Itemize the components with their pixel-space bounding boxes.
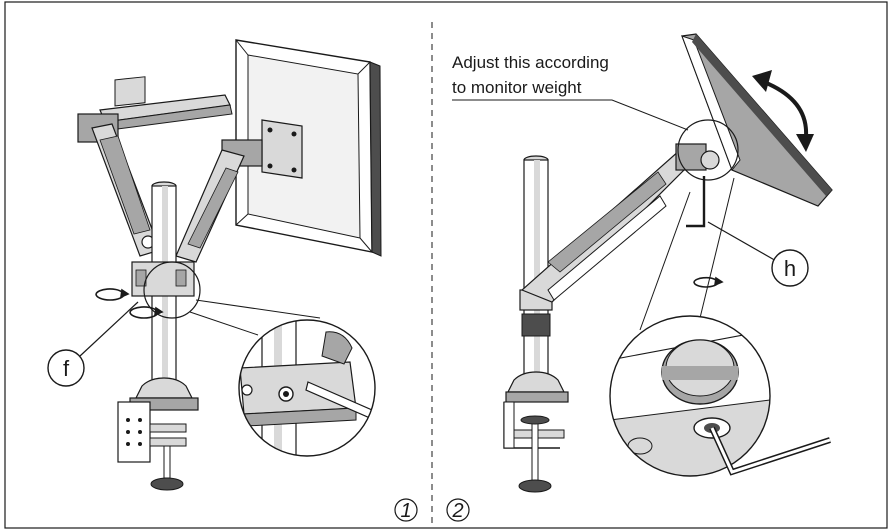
instruction-line-1: Adjust this according xyxy=(452,53,609,72)
gas-spring-arm xyxy=(520,143,720,303)
base-clamp xyxy=(117,377,199,491)
rotation-arrow-icon xyxy=(95,288,164,319)
zoom-detail-2 xyxy=(609,315,831,477)
instruction-line-2: to monitor weight xyxy=(452,78,582,97)
callout-label-h: h xyxy=(784,256,796,281)
rotate-key-arrow-icon xyxy=(693,276,724,288)
zoom-line-a xyxy=(639,191,691,331)
right-arm xyxy=(175,139,263,263)
hex-key xyxy=(686,176,706,228)
panel-1: f 1 xyxy=(47,39,418,522)
step-badge-1: 1 xyxy=(394,498,418,522)
tilted-monitor xyxy=(681,33,833,207)
zoom-detail-1 xyxy=(238,319,376,457)
step-number-2: 2 xyxy=(451,500,463,522)
instruction-leader xyxy=(452,99,689,131)
base-clamp-2 xyxy=(503,371,569,493)
callout-h: h xyxy=(707,221,809,287)
front-monitor xyxy=(235,39,382,257)
zoom-line-b xyxy=(699,177,735,319)
callout-label-f: f xyxy=(63,356,70,381)
pole-collar xyxy=(131,261,195,297)
panel-2: Adjust this according to monitor weight xyxy=(446,33,833,522)
callout-f: f xyxy=(47,301,139,387)
step-number-1: 1 xyxy=(400,500,411,522)
zoom-source-circle xyxy=(143,261,201,319)
step-badge-2: 2 xyxy=(446,498,470,522)
zoom-source-circle-2 xyxy=(677,119,739,181)
outer-frame xyxy=(4,1,888,529)
tilt-arrow-icon xyxy=(752,70,814,152)
back-monitor xyxy=(99,76,233,131)
left-arm xyxy=(77,113,161,257)
